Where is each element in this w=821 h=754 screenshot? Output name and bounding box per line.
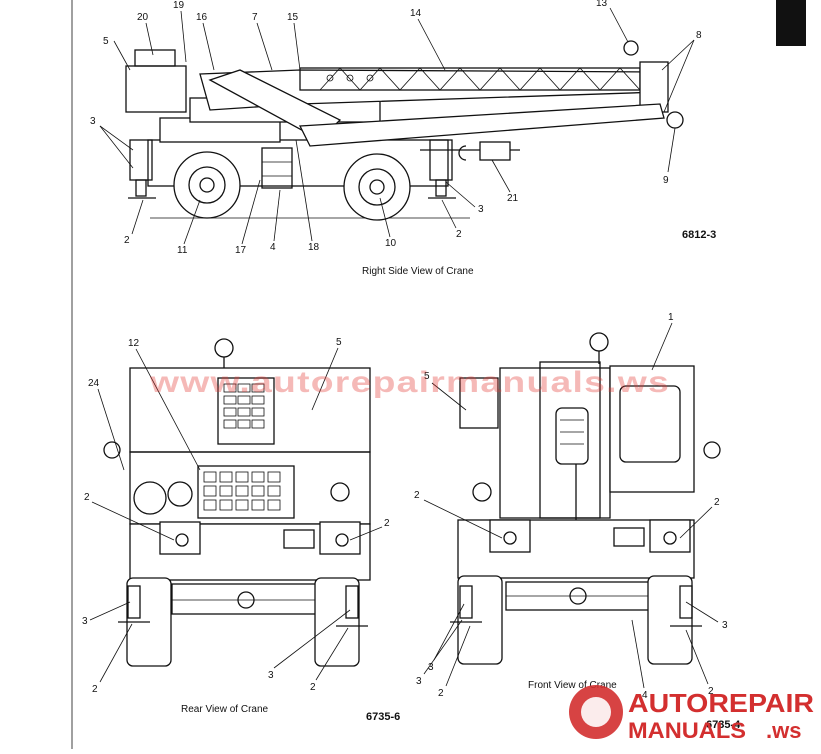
side-view-callouts: 20 19 16 7 15 14 13 5 8 3 9 21 3 2 2 11 … [90,0,702,256]
callout-label: 1 [668,312,674,323]
callout-label: 3 [90,116,96,127]
callout-label: 2 [414,490,420,501]
callout-label: 7 [252,12,258,23]
callout-label: 2 [124,235,130,246]
callout-label: 8 [696,30,702,41]
side-view-figure-number: 6812-3 [682,229,716,241]
callout-label: 16 [196,12,208,23]
callout-label: 11 [177,245,188,256]
callout-label: 4 [270,242,276,253]
callout-label: 2 [84,492,90,503]
callout-label: 3 [416,676,422,687]
callout-label: 19 [173,0,185,11]
callout-label: 2 [438,688,444,699]
callout-label: 4 [642,690,648,701]
callout-label: 2 [92,684,98,695]
callout-label: 5 [103,36,109,47]
callout-label: 3 [428,662,434,673]
callout-label: 17 [235,245,247,256]
callout-label: 2 [456,229,462,240]
brand-logo: AUTOREPAIR MANUALS .ws [569,685,814,743]
callout-label: 15 [287,12,299,23]
logo-suffix: .ws [766,718,801,743]
callout-label: 21 [507,193,519,204]
callout-label: 10 [385,238,397,249]
front-view-figure-number: 6735-4 [706,719,741,731]
callout-label: 24 [88,378,100,389]
callout-label: 3 [268,670,274,681]
callout-label: 3 [722,620,728,631]
rear-view-caption: Rear View of Crane [181,704,269,715]
callout-label: 9 [663,175,669,186]
callout-label: 12 [128,338,140,349]
callout-label: 20 [137,12,149,23]
logo-line-2: MANUALS [628,718,746,743]
side-view-caption: Right Side View of Crane [362,266,474,277]
logo-line-1: AUTOREPAIR [628,688,814,718]
callout-label: 3 [82,616,88,627]
callout-label: 18 [308,242,320,253]
page-tab [776,0,806,46]
callout-label: 2 [708,686,714,697]
watermark-text: www.autorepairmanuals.ws [149,366,670,399]
callout-label: 2 [384,518,390,529]
callout-label: 14 [410,8,422,19]
rear-view-callouts: 12 5 24 2 2 3 3 2 2 [82,337,390,695]
front-view-callouts: 1 5 2 2 3 3 3 2 4 2 [414,312,728,701]
front-view-caption: Front View of Crane [528,680,617,691]
callout-label: 2 [714,497,720,508]
side-view-drawing [125,40,684,221]
rear-view-drawing [103,338,371,667]
callout-label: 5 [336,337,342,348]
callout-label: 2 [310,682,316,693]
callout-label: 3 [478,204,484,215]
rear-view-figure-number: 6735-6 [366,711,400,723]
front-view-drawing [450,332,721,665]
callout-label: 13 [596,0,608,9]
callout-label: 5 [424,371,430,382]
